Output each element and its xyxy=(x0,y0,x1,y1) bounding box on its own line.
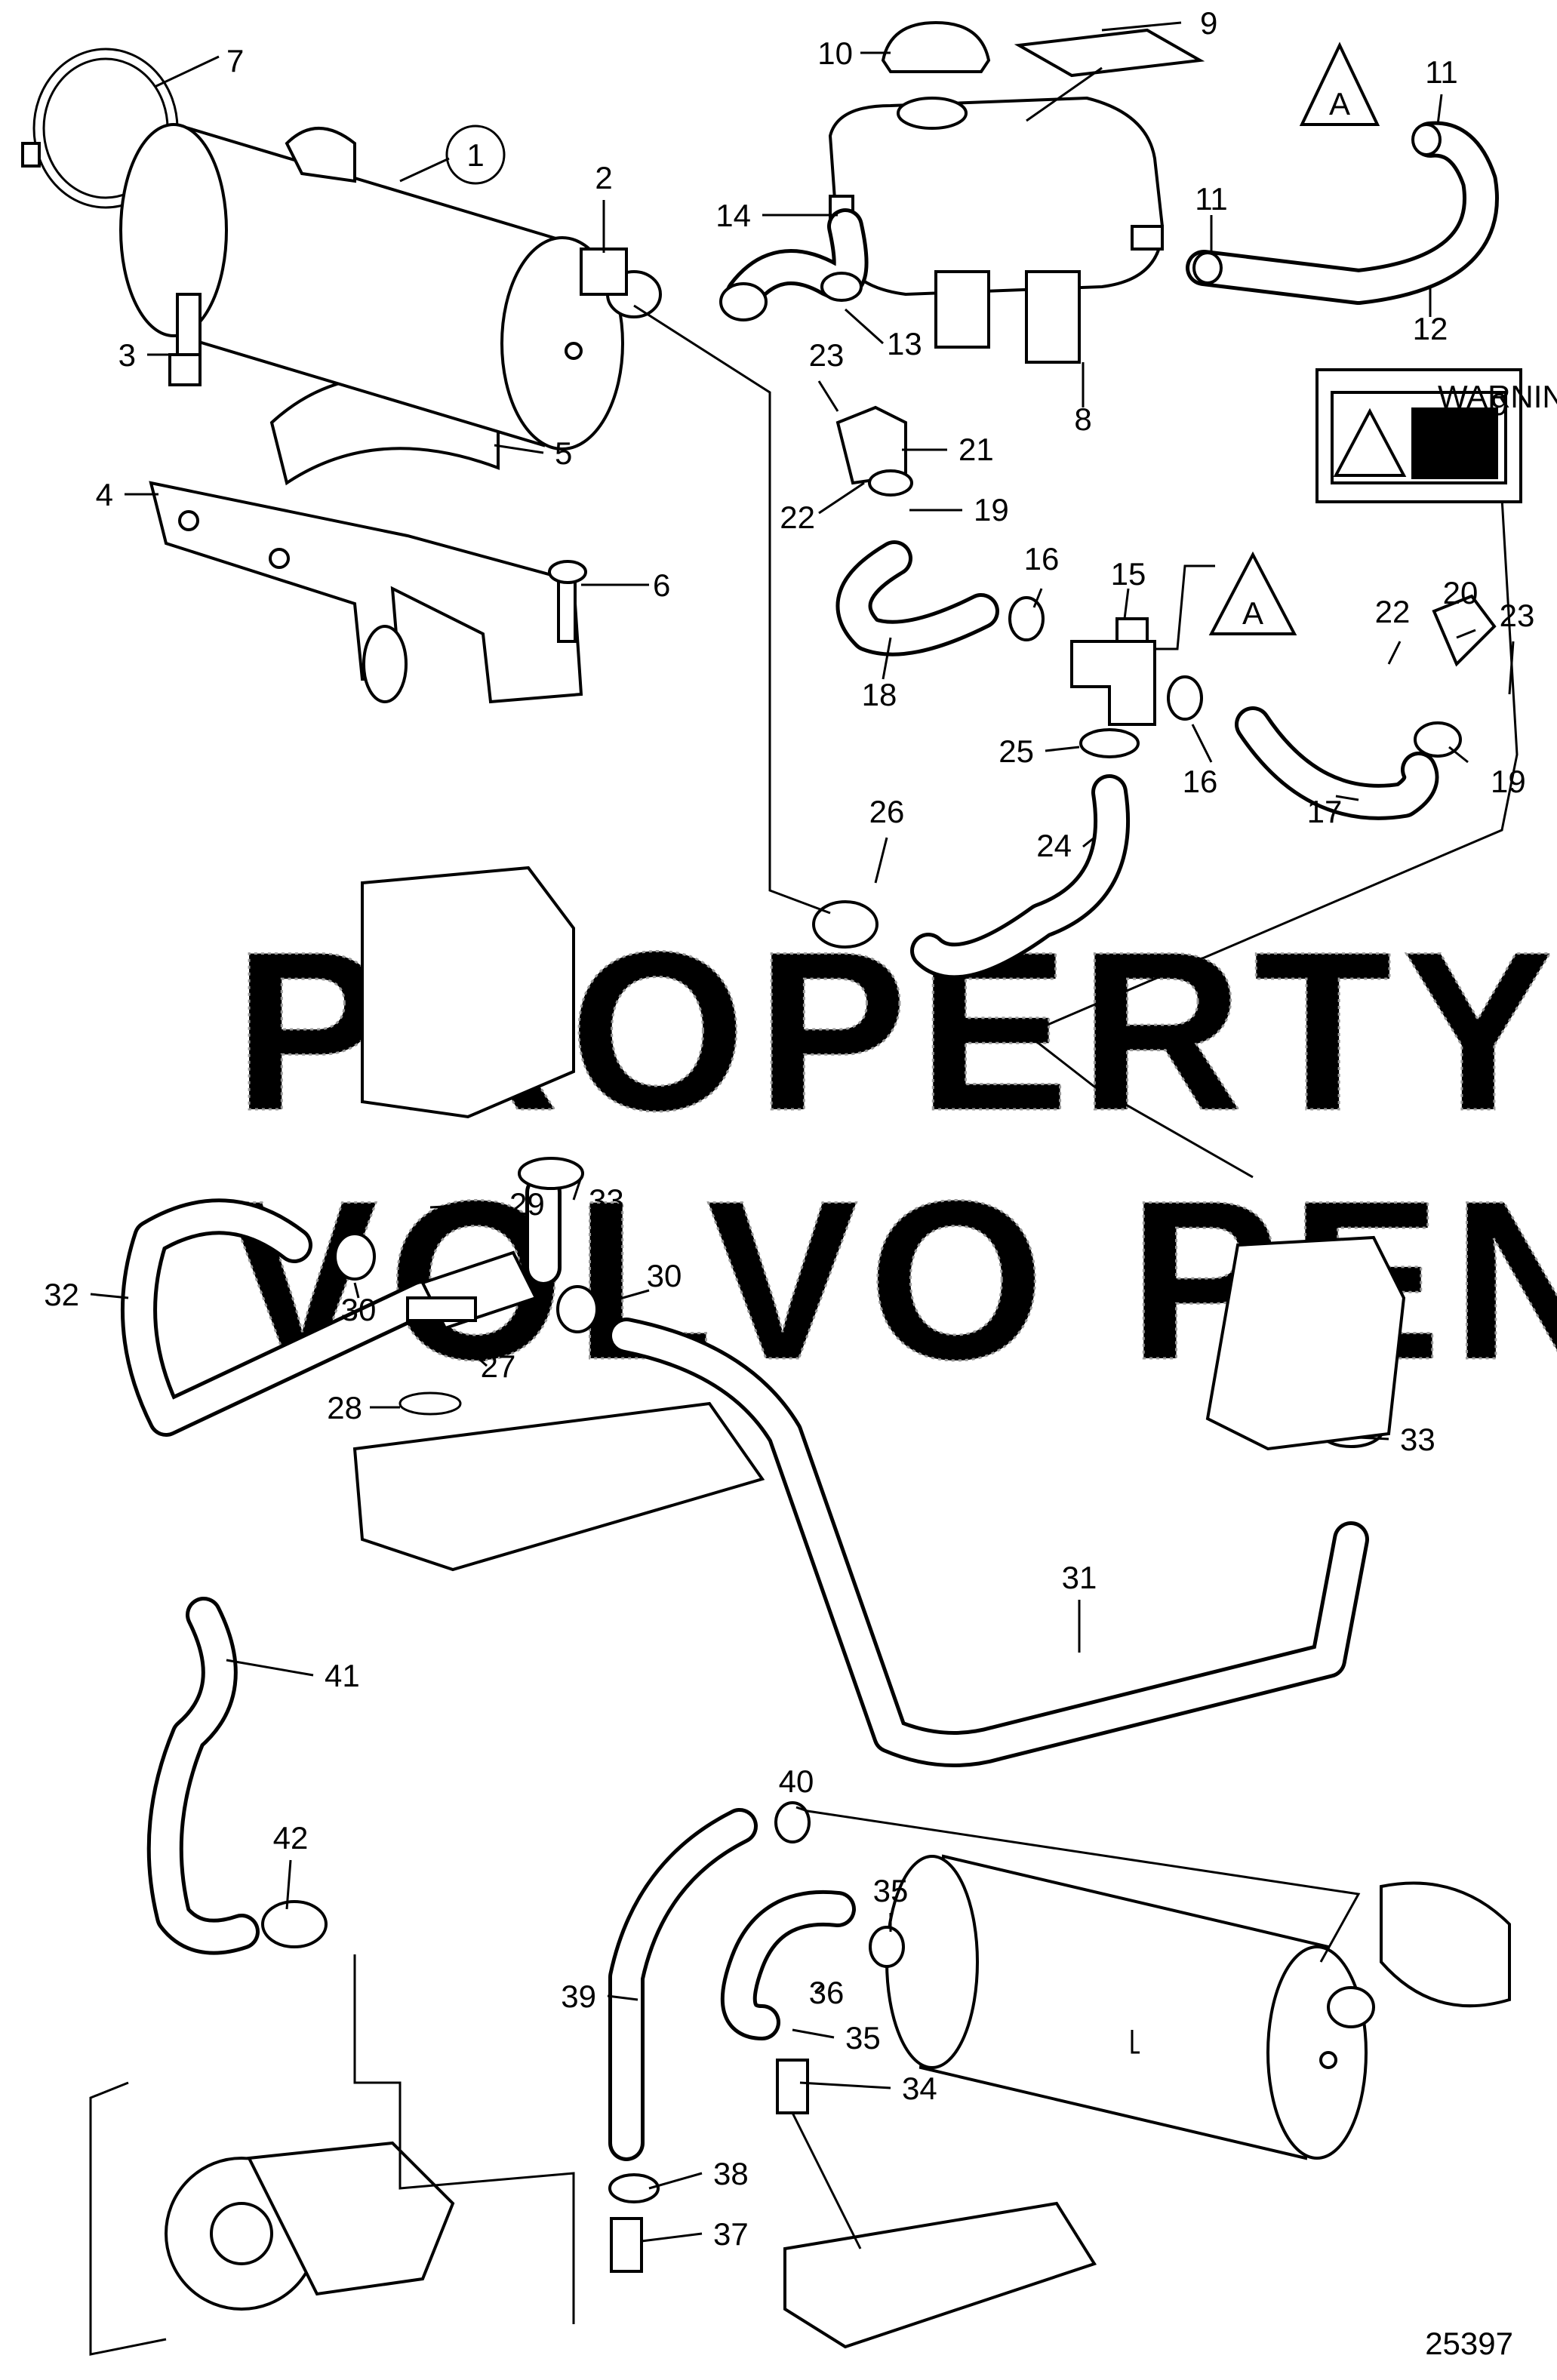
callout-18: 18 xyxy=(862,677,897,712)
callout-8: 8 xyxy=(1074,401,1091,437)
callout-35-lower: 35 xyxy=(845,2020,881,2056)
callout-numbers: 1 2 3 4 5 6 7 8 9 10 11 11 12 13 14 15 1… xyxy=(44,5,1534,2252)
callout-32: 32 xyxy=(44,1277,79,1312)
callout-40: 40 xyxy=(779,1763,814,1799)
callout-14: 14 xyxy=(715,198,751,233)
callout-22-right: 22 xyxy=(1375,594,1411,629)
callout-16-left: 16 xyxy=(1024,541,1060,577)
lower-heat-exchanger-body xyxy=(919,1854,1331,2160)
callout-2: 2 xyxy=(595,160,612,195)
figure-number: 25397 xyxy=(1425,2326,1513,2361)
callout-16-right: 16 xyxy=(1183,764,1218,799)
callout-39: 39 xyxy=(561,1979,596,2014)
callout-4: 4 xyxy=(96,477,113,512)
nipple-fitting xyxy=(776,2059,809,2114)
thermostat-housing-outlet xyxy=(1380,1881,1511,2008)
callout-1: 1 xyxy=(466,137,484,173)
reference-mark-a-mid: A xyxy=(1242,595,1263,631)
reference-marks: A A xyxy=(1208,42,1380,635)
clamp-screw xyxy=(21,142,41,168)
callout-26: 26 xyxy=(869,794,905,829)
callout-31: 31 xyxy=(1062,1560,1097,1595)
callout-38: 38 xyxy=(713,2156,749,2191)
callout-19-left: 19 xyxy=(974,492,1009,527)
callout-27: 27 xyxy=(481,1348,516,1384)
warning-label-text: WARNING xyxy=(1438,379,1557,414)
callout-3: 3 xyxy=(118,337,136,373)
callout-13: 13 xyxy=(887,326,922,361)
callout-23-left: 23 xyxy=(809,337,845,373)
callout-30-left: 30 xyxy=(341,1292,377,1327)
callout-35-upper: 35 xyxy=(873,1873,909,1908)
reference-triangle-a-mid xyxy=(1208,551,1297,635)
callout-29: 29 xyxy=(509,1186,545,1222)
callout-17: 17 xyxy=(1307,794,1343,829)
callout-28: 28 xyxy=(327,1390,362,1425)
callout-11-top: 11 xyxy=(1425,54,1458,90)
t-piece xyxy=(1070,640,1156,726)
callout-20: 20 xyxy=(1443,575,1479,610)
callout-24: 24 xyxy=(1036,828,1072,863)
label-sticker xyxy=(1014,28,1205,78)
expansion-tank-body xyxy=(828,96,1165,297)
callout-7: 7 xyxy=(226,43,244,78)
callout-19-right: 19 xyxy=(1491,764,1526,799)
exhaust-manifold-left xyxy=(361,866,575,1119)
callout-23-right: 23 xyxy=(1500,598,1535,633)
filler-cap xyxy=(881,20,991,73)
expansion-tank-assembly xyxy=(828,20,1205,364)
callout-30-right: 30 xyxy=(647,1258,682,1293)
heat-exchanger-assembly xyxy=(21,48,662,704)
mounting-bracket xyxy=(149,481,583,704)
nipple-fitting-lower xyxy=(610,2217,643,2273)
coolant-hoses xyxy=(121,121,1499,2161)
callout-22-left: 22 xyxy=(780,500,815,535)
callout-6: 6 xyxy=(653,567,670,603)
intake-manifold-lower xyxy=(783,2201,1097,2349)
warning-label-callout: 9 xyxy=(1491,386,1508,422)
callout-5: 5 xyxy=(555,435,572,471)
sender-fitting xyxy=(1432,594,1497,667)
callout-25: 25 xyxy=(999,733,1034,769)
callout-12: 12 xyxy=(1413,311,1448,346)
callout-42: 42 xyxy=(273,1820,309,1856)
intake-manifold xyxy=(352,1401,765,1572)
water-pump xyxy=(246,2141,455,2296)
engine-components xyxy=(165,866,1511,2349)
reference-triangle-a-top xyxy=(1299,42,1380,126)
callout-10: 10 xyxy=(817,35,853,71)
callout-34: 34 xyxy=(902,2071,937,2106)
callout-33-upper: 33 xyxy=(589,1182,624,1218)
reference-mark-a-top: A xyxy=(1329,86,1350,121)
leader-lines xyxy=(89,21,1519,2356)
exhaust-manifold-right xyxy=(1205,1235,1406,1451)
callout-36: 36 xyxy=(809,1975,845,2010)
callout-37: 37 xyxy=(713,2216,749,2252)
callout-41: 41 xyxy=(325,1658,360,1693)
warning-label: WARNING 9 xyxy=(1315,368,1557,503)
callout-11-right: 11 xyxy=(1195,181,1228,217)
callout-circle-1 xyxy=(445,125,506,185)
o-ring xyxy=(398,1391,462,1416)
callout-9: 9 xyxy=(1200,5,1217,41)
callout-21: 21 xyxy=(959,432,994,467)
callout-15: 15 xyxy=(1111,556,1146,592)
callout-33-lower: 33 xyxy=(1400,1422,1435,1457)
